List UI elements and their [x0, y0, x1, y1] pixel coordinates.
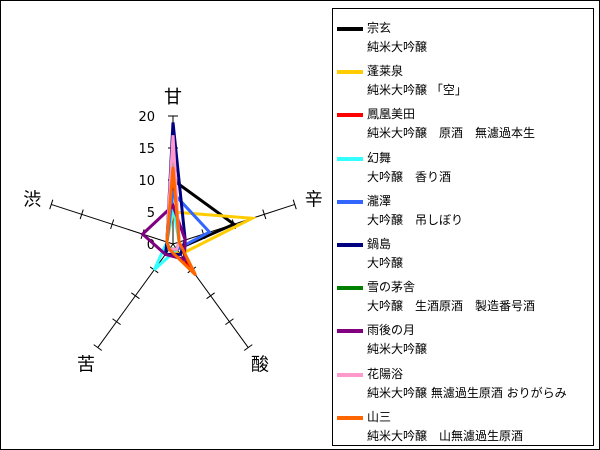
axis-tick [206, 292, 215, 300]
legend-series-name: 雪の茅舎 [367, 280, 416, 295]
legend-item: 宗玄純米大吟醸 [333, 15, 593, 59]
legend-series-name: 宗玄 [367, 21, 392, 35]
legend-series-desc: 大吟醸 生酒原酒 製造番号酒 [367, 299, 536, 314]
tick-label: 0 [147, 238, 155, 253]
legend-series-name: 瀧澤 [367, 193, 392, 208]
legend-series-desc: 大吟醸 [367, 256, 404, 270]
axis-label: 苦 [77, 355, 95, 376]
legend-series-desc: 純米大吟醸 原酒 無濾過本生 [367, 126, 536, 141]
legend-series-name: 雨後の月 [367, 323, 416, 338]
legend-swatch [337, 113, 363, 118]
legend-series-name: 山三 [367, 409, 392, 424]
legend-item: 鳳凰美田純米大吟醸 原酒 無濾過本生 [333, 101, 593, 145]
legend-item: 山三純米大吟醸 山無濾過生原酒 [333, 404, 593, 448]
legend-item: 幻舞大吟醸 香り酒 [333, 145, 593, 189]
legend-swatch [337, 286, 363, 291]
series-line [165, 167, 197, 277]
tick-label: 5 [147, 206, 155, 221]
axis-tick [79, 209, 84, 220]
series-line [140, 202, 187, 262]
legend: 宗玄純米大吟醸蓬莱泉純米大吟醸 「空」鳳凰美田純米大吟醸 原酒 無濾過本生幻舞大… [332, 8, 594, 446]
legend-series-desc: 純米大吟醸 無濾過生原酒 おりがらみ [367, 385, 567, 400]
legend-item: 瀧澤大吟醸 吊しぼり [333, 188, 593, 232]
legend-series-name: 鍋島 [367, 237, 392, 251]
legend-item: 雪の茅舎大吟醸 生酒原酒 製造番号酒 [333, 274, 593, 318]
legend-item: 鍋島大吟醸 [333, 231, 593, 275]
axis-tick [262, 209, 267, 220]
legend-swatch [337, 199, 363, 204]
legend-swatch [337, 415, 363, 420]
axis-tick [93, 344, 103, 351]
tick-label: 15 [138, 142, 155, 157]
legend-series-name: 蓬莱泉 [367, 64, 404, 79]
legend-swatch [337, 156, 363, 161]
legend-series-desc: 純米大吟醸 [367, 40, 428, 54]
legend-item: 雨後の月純米大吟醸 [333, 317, 593, 361]
legend-series-desc: 純米大吟醸 「空」 [367, 83, 467, 98]
axis-label: 甘 [164, 87, 182, 108]
legend-item: 花陽浴純米大吟醸 無濾過生原酒 おりがらみ [333, 361, 593, 405]
legend-swatch [337, 70, 363, 75]
axis-tick [110, 219, 115, 230]
axis-tick [112, 318, 121, 326]
legend-swatch [337, 27, 363, 31]
legend-series-desc: 純米大吟醸 [367, 342, 428, 357]
legend-swatch [337, 372, 363, 377]
legend-series-desc: 大吟醸 吊しぼり [367, 212, 464, 227]
legend-series-name: 幻舞 [367, 150, 392, 165]
axis-label: 酸 [251, 355, 269, 376]
axis-label: 辛 [305, 189, 323, 210]
axis-tick [225, 318, 234, 326]
axis-tick [243, 344, 253, 351]
legend-swatch [337, 243, 363, 247]
legend-series-name: 花陽浴 [367, 366, 404, 381]
tick-label: 10 [138, 174, 155, 189]
legend-item: 蓬莱泉純米大吟醸 「空」 [333, 58, 593, 102]
legend-swatch [337, 329, 363, 334]
axis-label: 渋 [23, 189, 41, 210]
axis-tick [131, 292, 140, 300]
legend-series-desc: 大吟醸 香り酒 [367, 169, 452, 184]
legend-series-desc: 純米大吟醸 山無濾過生原酒 [367, 428, 524, 443]
legend-series-name: 鳳凰美田 [367, 107, 416, 122]
radar-chart: 0 5 10 15 20 甘辛酸 苦 渋 [23, 87, 323, 376]
axis-tick [49, 199, 54, 210]
tick-label: 20 [138, 110, 155, 125]
axis-tick [292, 199, 297, 210]
